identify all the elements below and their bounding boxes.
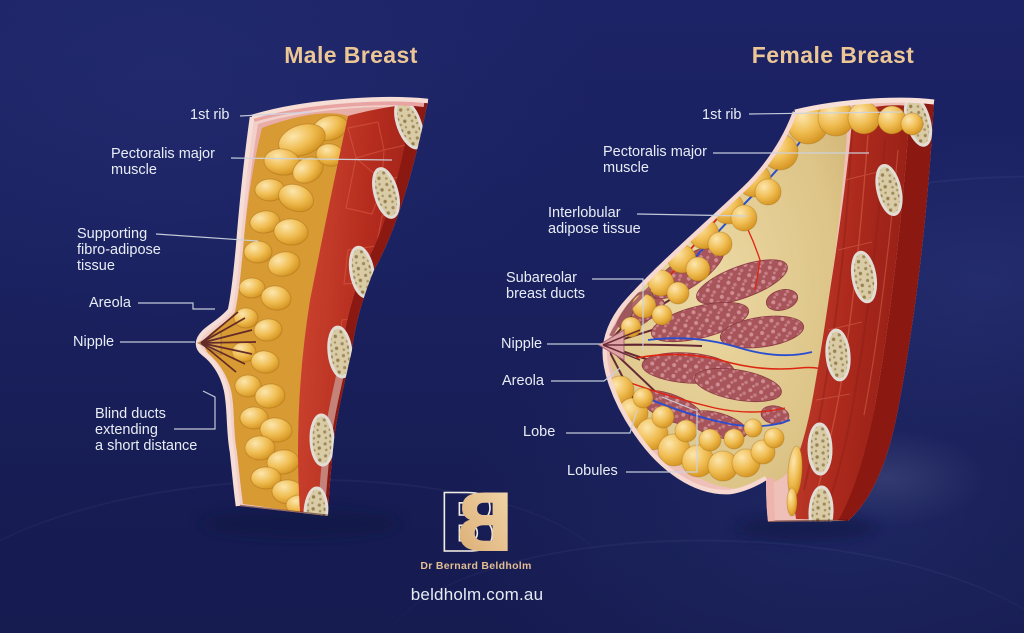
female-areola-skin-shade (609, 286, 652, 337)
label-male-areola: Areola (89, 295, 131, 311)
male-bottom-cut-edge (237, 504, 329, 517)
logo-letter-right: B (454, 488, 515, 556)
label-male-pectoralis: Pectoralis major muscle (111, 146, 215, 179)
male-breast-illustration (195, 97, 429, 517)
leader-female-1st-rib (748, 111, 903, 115)
female-nipple (598, 329, 645, 361)
leader-male-pectoralis (230, 157, 393, 161)
label-female-subareolar: Subareolar breast ducts (506, 270, 585, 303)
male-slab-shadow (200, 509, 400, 539)
leader-male-areola (138, 302, 215, 310)
male-rib-cross-sections (303, 99, 424, 517)
male-blind-ducts (200, 311, 257, 373)
male-title: Male Breast (284, 42, 418, 68)
male-fat-base (204, 113, 348, 513)
website-link[interactable]: beldholm.com.au (410, 585, 544, 604)
male-skin-top-rim (253, 101, 425, 122)
label-female-interlobular: Interlobular adipose tissue (548, 205, 641, 238)
female-skin-top-rim (794, 97, 935, 115)
leader-female-lobe (566, 409, 638, 434)
male-deep-fascia-strip (318, 101, 428, 516)
leader-female-lobules (626, 396, 698, 473)
label-female-areola: Areola (502, 373, 544, 389)
label-female-lobe: Lobe (523, 424, 556, 440)
leader-female-areola (551, 367, 621, 382)
logo-letter-left: B (437, 488, 498, 556)
male-skin-outline (195, 97, 429, 507)
leader-male-1st-rib (239, 111, 313, 117)
female-deep-fascia-strip (838, 102, 934, 521)
male-fascia-light-strip (318, 349, 349, 514)
clinic-logo: B B (437, 488, 515, 556)
leader-female-subareolar (592, 278, 644, 350)
label-male-1st-rib: 1st rib (190, 107, 230, 123)
leader-male-fibro-adipose (155, 233, 259, 242)
doctor-name: Dr Bernard Beldholm (420, 560, 532, 572)
leader-lines (120, 111, 903, 473)
label-female-lobules: Lobules (567, 463, 618, 479)
male-nipple (196, 311, 257, 373)
leader-female-interlobular (636, 213, 748, 217)
label-male-blind-ducts: Blind ducts extending a short distance (95, 406, 198, 455)
label-female-pectoralis: Pectoralis major muscle (603, 144, 707, 177)
female-breast-illustration (598, 97, 935, 522)
male-pectoralis-muscle (298, 104, 422, 514)
label-male-fibro-adipose: Supporting fibro-adipose tissue (77, 226, 161, 275)
leader-male-blind-ducts (174, 390, 216, 430)
female-column-skin (766, 477, 775, 522)
label-female-1st-rib: 1st rib (702, 107, 742, 123)
label-female-nipple: Nipple (501, 336, 543, 352)
female-title: Female Breast (751, 42, 915, 68)
female-blood-vessels (627, 127, 831, 428)
label-male-nipple: Nipple (73, 334, 115, 350)
